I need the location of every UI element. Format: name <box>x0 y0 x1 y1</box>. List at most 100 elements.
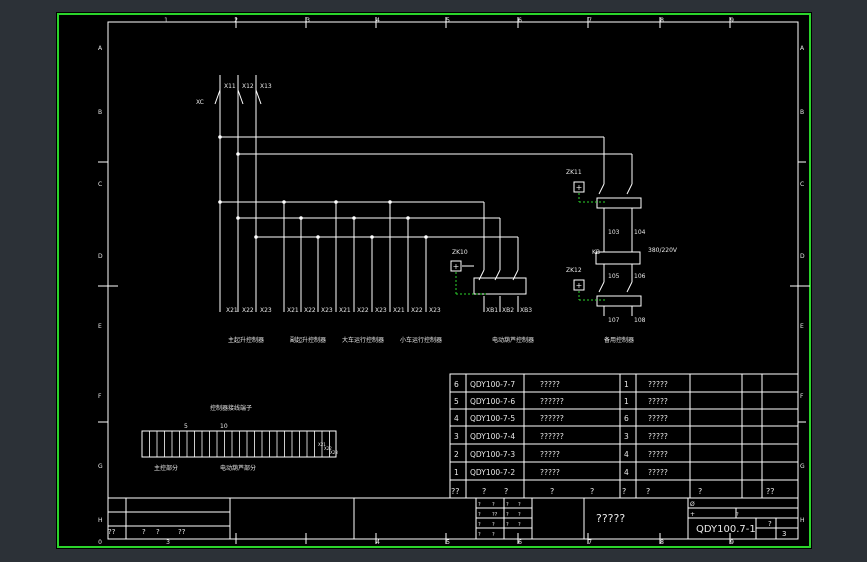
row-label-left: A <box>98 45 103 52</box>
header-cell: ? <box>646 487 650 496</box>
stage-mark: Ø <box>690 501 695 508</box>
title-block-cell: ?? <box>178 528 186 536</box>
terminal-block-number: 5 <box>184 423 188 430</box>
row-label-right: H <box>800 517 805 524</box>
title-block-mark: ? <box>518 512 521 518</box>
title-block-mark: ?? <box>492 512 498 518</box>
parts-list-header: ?? ? ? ? ? ? ? ? ?? <box>451 487 775 496</box>
parts-list-cell: 2 <box>454 450 459 459</box>
stage-mark: + <box>690 511 695 518</box>
node-number: 104 <box>634 229 646 236</box>
title-block-cell: ? <box>156 528 160 536</box>
sheet-info: ? <box>768 520 772 528</box>
title-block-mark: ? <box>506 502 509 508</box>
bus-wiring <box>214 75 642 316</box>
col-label-bottom: 4 <box>376 539 380 546</box>
terminal-label: X21 <box>393 307 405 314</box>
col-label-bottom: 9 <box>730 539 734 546</box>
title-block-mark: ? <box>492 522 495 528</box>
group-label: 主起升控制器 <box>228 336 264 344</box>
terminal-label: X22 <box>304 307 316 314</box>
parts-list-cell: ????? <box>540 450 560 459</box>
col-label-top: 4 <box>376 17 380 24</box>
col-label-top: 6 <box>518 17 522 24</box>
breaker-label: ZK12 <box>566 267 582 274</box>
parts-list-cell: QDY100-7-7 <box>470 380 515 389</box>
col-label-bottom: 0 <box>98 539 102 546</box>
col-label-bottom: 6 <box>518 539 522 546</box>
title-block-mark: ? <box>518 502 521 508</box>
title-block <box>107 497 799 540</box>
header-cell: ? <box>550 487 554 496</box>
header-cell: ? <box>622 487 626 496</box>
parts-list-cell: ????? <box>648 432 668 441</box>
xc-label: XC <box>196 99 204 106</box>
terminal-label: X21 <box>287 307 299 314</box>
sheet-info: 3 <box>782 530 786 538</box>
kb-label: KB <box>592 249 600 256</box>
header-cell: ?? <box>766 487 775 496</box>
row-label-right: B <box>800 109 804 116</box>
parts-list-cell: 1 <box>454 468 459 477</box>
row-label-left: E <box>98 323 102 330</box>
parts-list-cell: ?????? <box>540 397 564 406</box>
terminal-label: XB3 <box>520 307 532 314</box>
terminal-label: X21 <box>339 307 351 314</box>
parts-list-cell: ????? <box>648 468 668 477</box>
parts-list-cell: 1 <box>624 380 629 389</box>
title-block-mark: ? <box>478 512 481 518</box>
plus-icon: + <box>576 183 583 192</box>
col-label-bottom: 7 <box>588 539 592 546</box>
col-label-top: 7 <box>588 17 592 24</box>
col-label-top: 9 <box>730 17 734 24</box>
terminal-block-end-label: X21 <box>318 442 326 447</box>
breaker-label: ZK11 <box>566 169 582 176</box>
sheet-border <box>57 13 811 548</box>
drawing-sheet: 1 2 3 4 5 6 7 8 9 0 3 4 5 6 7 8 9 A B C <box>56 12 812 549</box>
col-label-bottom: 3 <box>166 539 170 546</box>
row-label-left: H <box>98 517 103 524</box>
col-label-bottom: 8 <box>660 539 664 546</box>
col-label-top: 2 <box>234 17 238 24</box>
parts-list-cell: ????? <box>648 380 668 389</box>
parts-list-cell: QDY100-7-4 <box>470 432 515 441</box>
parts-list <box>449 373 799 499</box>
terminal-label: X11 <box>224 83 236 90</box>
zone-ticks <box>98 17 810 544</box>
title-block-mark: ? <box>492 532 495 538</box>
terminal-block-left-label: 主控部分 <box>154 464 178 472</box>
terminal-label: X23 <box>260 307 272 314</box>
zk12-operator <box>573 279 585 291</box>
parts-list-cell: 4 <box>454 414 459 423</box>
parts-list-cell: QDY100-7-2 <box>470 468 515 477</box>
parts-list-cell: 6 <box>624 414 629 423</box>
parts-list-cell: QDY100-7-3 <box>470 450 515 459</box>
col-label-bottom: 5 <box>446 539 450 546</box>
parts-list-cell: QDY100-7-6 <box>470 397 515 406</box>
row-label-left: G <box>98 463 103 470</box>
group-label: 大车运行控制器 <box>342 336 384 344</box>
title-block-mark: ? <box>478 522 481 528</box>
terminal-label: X22 <box>411 307 423 314</box>
row-label-right: C <box>800 181 804 188</box>
drawing-number: QDY100.7-1 <box>696 524 756 535</box>
parts-list-cell: ????? <box>648 450 668 459</box>
plus-icon: + <box>576 281 583 290</box>
breaker-operators: + + + <box>450 181 606 301</box>
parts-list-cell: ????? <box>540 468 560 477</box>
row-label-left: D <box>98 253 103 260</box>
parts-list-cell: 4 <box>624 468 629 477</box>
parts-list-cell: ?????? <box>540 414 564 423</box>
header-cell: ? <box>504 487 508 496</box>
row-label-right: F <box>800 393 804 400</box>
group-label: 副起升控制器 <box>290 336 326 344</box>
group-label: 小车运行控制器 <box>400 336 442 344</box>
parts-list-cell: 3 <box>624 432 629 441</box>
parts-list-cell: 3 <box>454 432 459 441</box>
parts-list-cell: 5 <box>454 397 459 406</box>
terminal-label: XB1 <box>486 307 498 314</box>
junction-dots <box>218 135 428 239</box>
row-label-right: G <box>800 463 805 470</box>
terminal-label: X21 <box>226 307 238 314</box>
